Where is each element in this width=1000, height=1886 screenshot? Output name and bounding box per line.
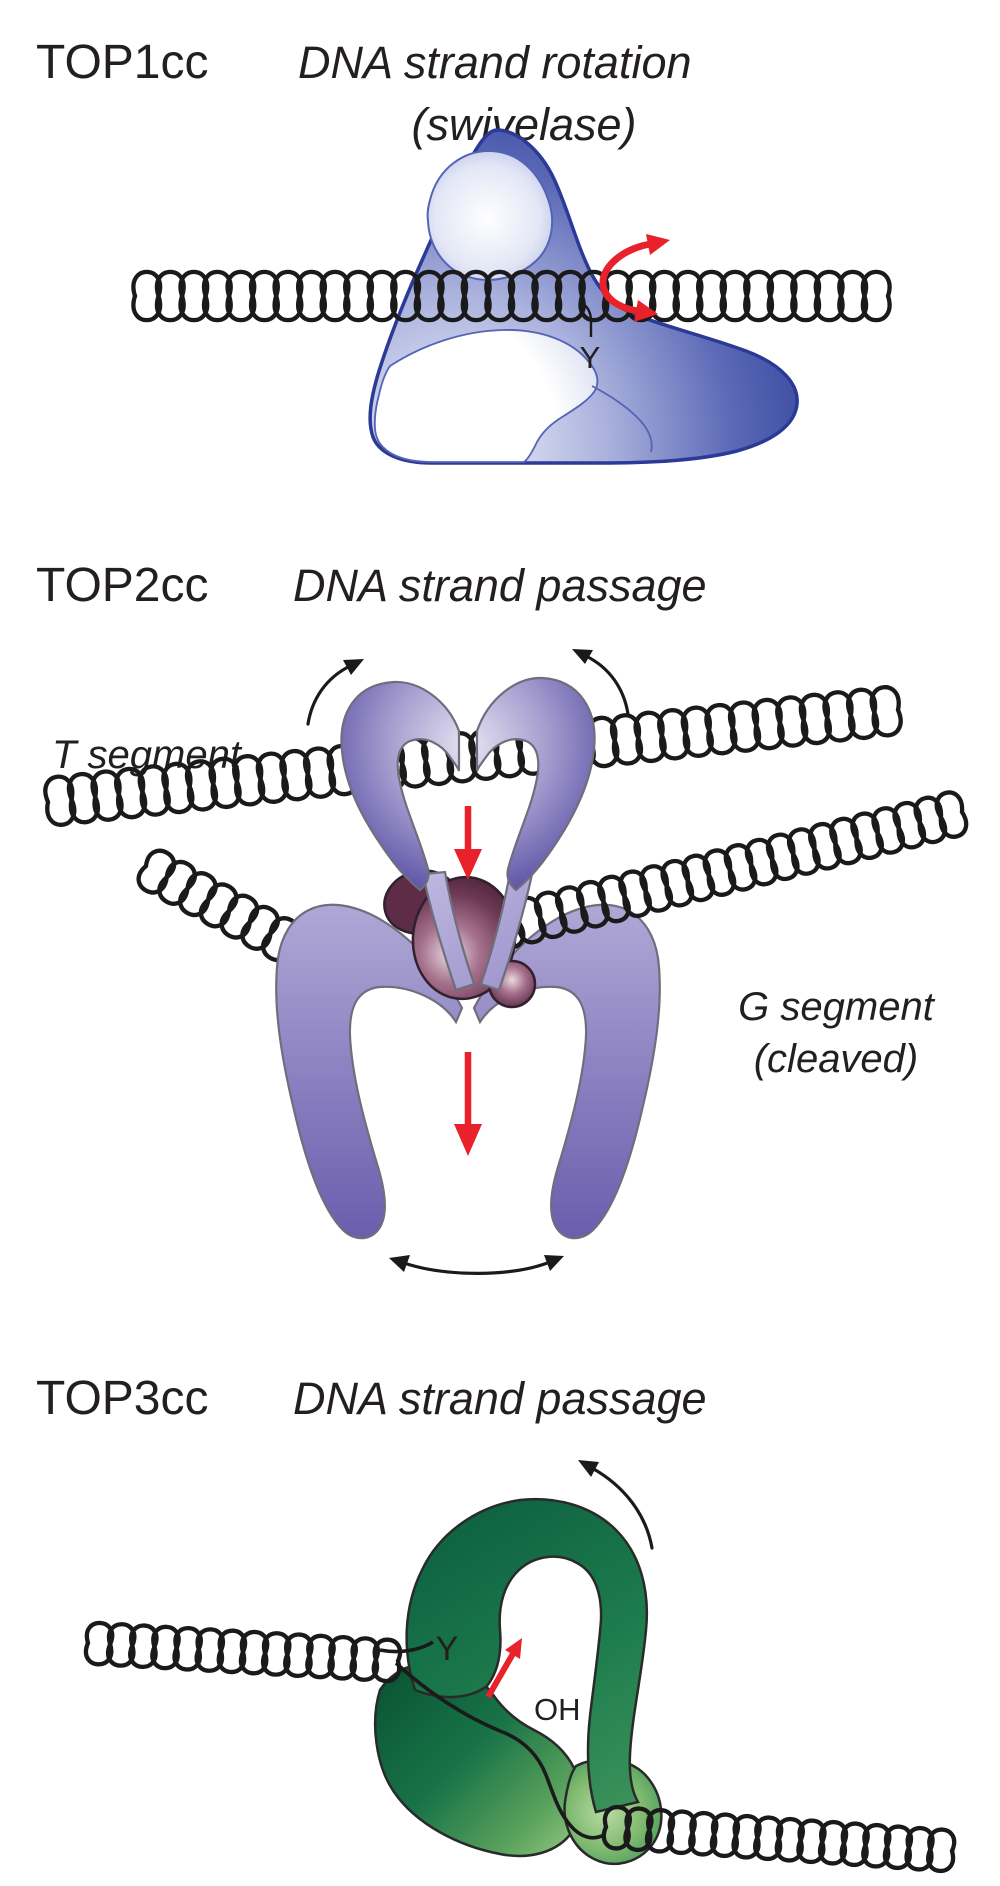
gate-close-arrow-left-icon — [306, 659, 364, 726]
dna-helix-top3-left — [83, 1620, 403, 1684]
panel3-tyrosine-label: Y — [436, 1630, 459, 1668]
top2-body-left — [275, 903, 464, 1240]
dna-strand — [131, 269, 892, 323]
dna-helix-top3-right — [601, 1804, 957, 1874]
panel3-hydroxyl-label: OH — [534, 1692, 581, 1727]
c-gate-open-arrow-icon — [389, 1255, 564, 1275]
panel1-tyrosine-label: Y — [580, 340, 601, 375]
g-segment-label: G segment — [738, 985, 936, 1029]
top3-passing-strand — [394, 1661, 605, 1840]
top1-protein-lower-domain — [373, 329, 599, 463]
strand-passage-arrow-icon — [454, 1052, 482, 1156]
panel2-title: TOP2cc — [36, 559, 209, 612]
top1-protein-dome-highlight — [426, 149, 554, 281]
g-segment-note: (cleaved) — [754, 1037, 919, 1081]
dna-strand — [602, 1804, 956, 1874]
panel1-mechanism: DNA strand rotation — [298, 37, 692, 88]
dna-helix-t-segment — [43, 685, 903, 827]
top1-protein-inner-line — [591, 385, 653, 453]
top2-gate-petal-right — [475, 676, 596, 892]
top2-gate-petal-left — [340, 680, 461, 892]
top3-passage-arrow-icon — [485, 1638, 522, 1699]
dna-strand — [84, 1620, 402, 1684]
panel2-mechanism: DNA strand passage — [293, 560, 707, 611]
top3-gate-arrow-icon — [578, 1460, 654, 1550]
panel3-title: TOP3cc — [36, 1372, 209, 1425]
t-segment-passage-arrow-icon — [454, 806, 482, 880]
dna-helix-g-segment-right — [491, 790, 969, 950]
gate-close-arrow-right-icon — [572, 649, 630, 716]
panel-top2: TOP2cc DNA strand passage T segment G se… — [36, 559, 969, 1275]
top2-gate-stem-left — [421, 870, 476, 992]
top1-tyrosine-link — [579, 300, 593, 337]
panel1-title: TOP1cc — [36, 36, 209, 89]
dna-helix-top1 — [131, 269, 892, 323]
panel-top3: TOP3cc DNA strand passage Y OH — [36, 1372, 957, 1874]
panel-top1: TOP1cc DNA strand rotation (swivelase) Y — [36, 36, 892, 465]
rotation-arrow-icon — [599, 234, 670, 322]
panel3-mechanism: DNA strand passage — [293, 1373, 707, 1424]
dna-strand — [43, 687, 903, 825]
top2-gate-stem-right — [479, 870, 534, 992]
top3-cleaved-strand-to-tyrosine — [379, 1640, 434, 1654]
dna-strand — [491, 795, 969, 945]
